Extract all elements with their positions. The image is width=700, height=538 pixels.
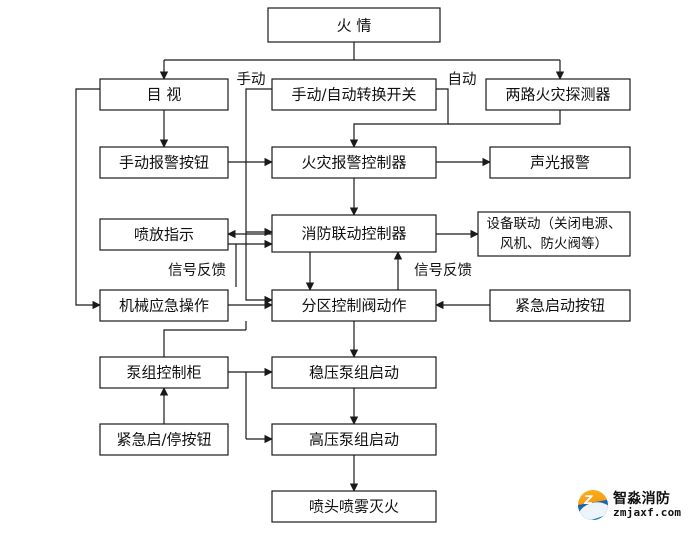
node-fire-alarm-controller-label: 火灾报警控制器 (301, 154, 406, 172)
watermark-text-group: 智淼消防 zmjaxf.com (613, 492, 681, 518)
node-manual-auto-switch-label: 手动/自动转换开关 (291, 86, 416, 104)
node-nozzle-spray-extinguish-label: 喷头喷雾灭火 (309, 498, 399, 516)
node-visual-inspection-label: 目 视 (147, 86, 182, 104)
node-mechanical-emergency-operation-box (99, 289, 229, 322)
edge-switch-manual-branch (245, 88, 273, 305)
edge-branch-to-pump-cabinet (163, 329, 246, 357)
node-emergency-start-stop-button-label: 紧急启/停按钮 (116, 431, 211, 449)
node-zone-control-valve-action-label: 分区控制阀动作 (301, 297, 406, 315)
node-device-linkage-label-line1: 设备联动（关闭电源、 (487, 215, 622, 232)
node-dual-fire-detectors[interactable]: 两路火灾探测器 (485, 78, 631, 111)
node-pump-control-cabinet-box (99, 356, 229, 389)
node-device-linkage-label-line2: 风机、防火阀等） (500, 235, 608, 252)
node-stabilizing-pump-start[interactable]: 稳压泵组启动 (271, 356, 437, 389)
logo-letter: Z (583, 493, 594, 507)
node-high-pressure-pump-start[interactable]: 高压泵组启动 (271, 423, 437, 456)
node-manual-alarm-button-box (99, 146, 229, 179)
edge-label-auto: 自动 (448, 71, 477, 88)
node-fire-alarm-controller-box (271, 146, 437, 179)
edge-label-manual: 手动 (237, 71, 266, 88)
node-device-linkage[interactable]: 设备联动（关闭电源、 风机、防火阀等） (477, 211, 631, 257)
node-visual-inspection-box (99, 78, 229, 111)
edge-pump-cabinet-bus (228, 371, 247, 439)
node-emergency-start-button-label: 紧急启动按钮 (515, 297, 605, 315)
node-dual-fire-detectors-box (485, 78, 631, 111)
node-fire-linkage-controller-label: 消防联动控制器 (301, 225, 406, 243)
node-audible-visual-alarm-label: 声光报警 (530, 154, 590, 172)
node-fire-alarm-controller[interactable]: 火灾报警控制器 (271, 146, 437, 179)
watermark-logo: Z 智淼消防 zmjaxf.com (578, 485, 696, 525)
node-mechanical-emergency-operation[interactable]: 机械应急操作 (99, 289, 229, 322)
connector-layer (75, 42, 565, 492)
company-website: zmjaxf.com (613, 505, 682, 519)
node-manual-alarm-button[interactable]: 手动报警按钮 (99, 146, 229, 179)
edge-visual-to-mech-emergency (75, 88, 101, 310)
node-pump-control-cabinet[interactable]: 泵组控制柜 (99, 356, 229, 389)
node-mechanical-emergency-operation-label: 机械应急操作 (119, 297, 209, 315)
node-high-pressure-pump-start-label: 高压泵组启动 (309, 431, 399, 449)
node-fire-box (267, 7, 441, 43)
node-fire[interactable]: 火 情 (267, 7, 441, 43)
node-manual-auto-switch-box (271, 78, 437, 111)
edge-detectors-to-bus (448, 110, 561, 125)
node-pump-control-cabinet-label: 泵组控制柜 (126, 364, 201, 382)
node-stabilizing-pump-start-box (271, 356, 437, 389)
edge-label-feedback-right: 信号反馈 (414, 262, 472, 279)
node-nozzle-spray-extinguish-box (271, 490, 437, 523)
node-nozzle-spray-extinguish[interactable]: 喷头喷雾灭火 (271, 490, 437, 523)
node-fire-linkage-controller[interactable]: 消防联动控制器 (271, 214, 437, 253)
node-fire-linkage-controller-box (271, 214, 437, 253)
node-spray-indicator-box (99, 218, 229, 251)
node-high-pressure-pump-start-box (271, 423, 437, 456)
node-audible-visual-alarm-box (489, 146, 631, 179)
node-dual-fire-detectors-label: 两路火灾探测器 (505, 86, 610, 104)
company-logo-icon: Z (578, 490, 608, 520)
node-device-linkage-box (477, 211, 631, 257)
node-stabilizing-pump-start-label: 稳压泵组启动 (309, 364, 399, 382)
company-name-cn: 智淼消防 (613, 490, 671, 507)
node-emergency-start-button[interactable]: 紧急启动按钮 (489, 289, 631, 322)
node-zone-control-valve-action[interactable]: 分区控制阀动作 (271, 289, 437, 322)
node-manual-alarm-button-label: 手动报警按钮 (119, 154, 209, 172)
node-emergency-start-stop-button-box (99, 423, 229, 456)
node-manual-auto-switch[interactable]: 手动/自动转换开关 (271, 78, 437, 111)
node-spray-indicator[interactable]: 喷放指示 (99, 218, 229, 251)
node-fire-label: 火 情 (337, 17, 372, 35)
node-audible-visual-alarm[interactable]: 声光报警 (489, 146, 631, 179)
node-zone-control-valve-action-box (271, 289, 437, 322)
node-emergency-start-stop-button[interactable]: 紧急启/停按钮 (99, 423, 229, 456)
node-visual-inspection[interactable]: 目 视 (99, 78, 229, 111)
edge-label-feedback-left: 信号反馈 (168, 262, 226, 279)
node-emergency-start-button-box (489, 289, 631, 322)
node-spray-indicator-label: 喷放指示 (134, 226, 194, 244)
edge-feedback-left-to-linkage (235, 239, 273, 287)
